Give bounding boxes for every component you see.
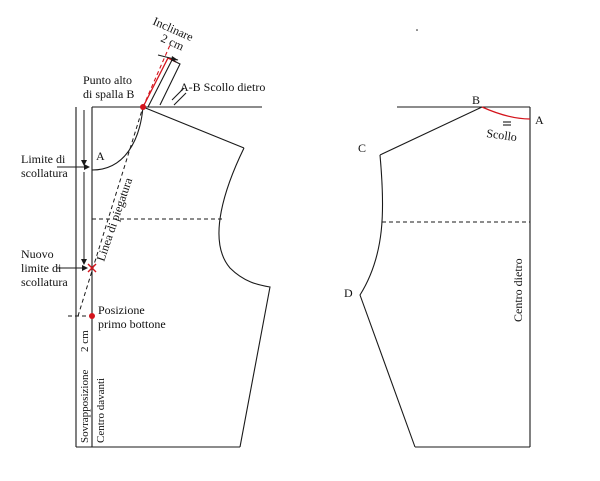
- inclinare-arrow-head: [171, 56, 178, 61]
- back-pattern-piece: B A Scollo C D Centro dietro: [344, 93, 544, 448]
- label-sovrapposizione-value: 2 cm: [79, 330, 91, 352]
- front-shoulder-line: [142, 106, 245, 149]
- label-posizione-1: Posizione: [98, 303, 145, 317]
- back-armhole-side-seam: [359, 154, 416, 448]
- fold-line-extension: [142, 44, 171, 108]
- back-shoulder-line: [379, 106, 483, 156]
- label-ab-scollo-dietro: A-B Scollo dietro: [180, 80, 265, 94]
- label-nuovo-2: limite di: [21, 261, 62, 275]
- back-neckline-red: [481, 106, 531, 120]
- label-centro-davanti: Centro davanti: [95, 378, 107, 443]
- label-point-b-back: B: [472, 93, 480, 107]
- first-button-marker: [89, 313, 95, 319]
- notch-mark-2: [173, 92, 187, 106]
- label-nuovo-1: Nuovo: [21, 247, 54, 261]
- shoulder-point-b-marker: [140, 104, 146, 110]
- label-sovrapposizione: Sovrapposizione: [79, 370, 91, 443]
- label-scollo: Scollo: [486, 126, 518, 144]
- label-punto-alto-2: di spalla B: [83, 87, 134, 101]
- label-point-d: D: [344, 286, 353, 300]
- label-limite-2: scollatura: [21, 166, 68, 180]
- label-punto-alto-1: Punto alto: [83, 73, 132, 87]
- front-pattern-piece: Inclinare 2 cm Punto alto di spalla B A-…: [21, 14, 271, 448]
- label-limite-1: Limite di: [21, 152, 66, 166]
- label-posizione-2: primo bottone: [98, 317, 166, 331]
- label-point-a-front: A: [96, 149, 105, 163]
- limite-arrow-head: [84, 164, 90, 170]
- collar-stand-outline: [147, 59, 181, 108]
- front-fold-line: [77, 106, 144, 317]
- front-armhole-side-seam: [218, 147, 271, 448]
- nuovo-arrow-head: [82, 265, 88, 271]
- stray-dot: [416, 29, 418, 31]
- new-neck-depth-arrow-head: [81, 259, 87, 265]
- new-neck-limit-cross-b: [87, 263, 97, 273]
- neck-depth-arrow-head: [81, 160, 87, 166]
- label-point-a-back: A: [535, 113, 544, 127]
- label-nuovo-3: scollatura: [21, 275, 68, 289]
- label-centro-dietro: Centro dietro: [511, 258, 525, 322]
- front-neckline-curve: [91, 106, 144, 171]
- notch-mark-1: [171, 87, 185, 101]
- label-point-c: C: [358, 141, 366, 155]
